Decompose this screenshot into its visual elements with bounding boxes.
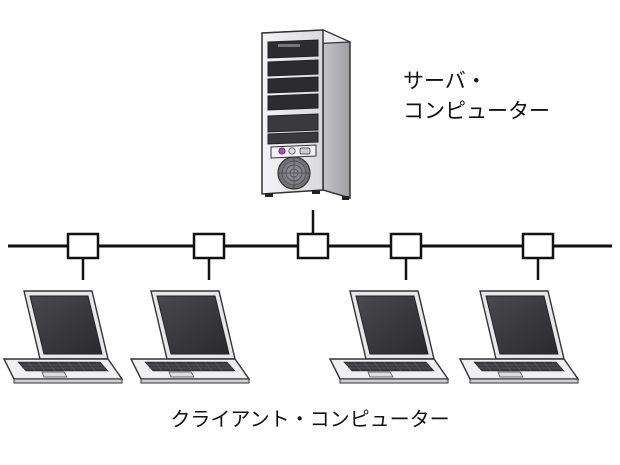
network-node-5 xyxy=(521,232,555,260)
network-nodes xyxy=(66,232,555,260)
network-node-1 xyxy=(66,232,100,260)
server-label-line-2: コンピューター xyxy=(403,99,550,123)
client-laptop-icon-3 xyxy=(329,290,449,384)
client-laptop-icon-4 xyxy=(459,290,579,384)
network-node-3 xyxy=(296,232,330,260)
client-drop-lines xyxy=(81,258,540,280)
server-label-line-1: サーバ・ xyxy=(403,69,487,93)
server-tower-icon xyxy=(261,28,351,200)
server-label: サーバ・ コンピューター xyxy=(403,66,550,126)
client-laptop-icon-1 xyxy=(3,290,123,384)
network-node-4 xyxy=(389,232,423,260)
client-label: クライアント・コンピューター xyxy=(170,407,450,431)
client-laptop-icon-2 xyxy=(130,290,250,384)
network-node-2 xyxy=(192,232,226,260)
